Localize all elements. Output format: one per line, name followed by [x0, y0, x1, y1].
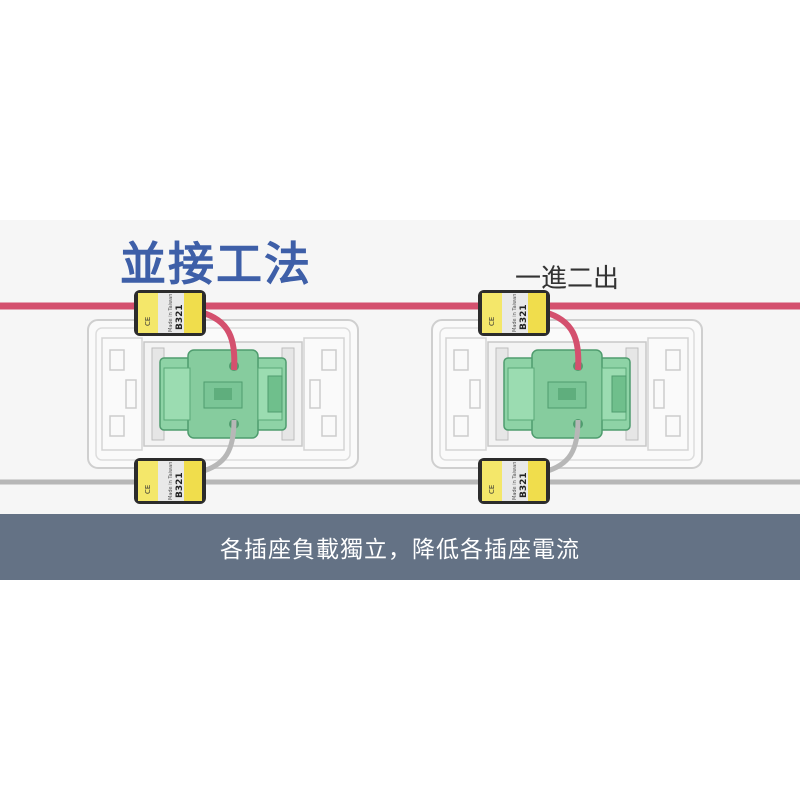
branch-live-left — [199, 309, 238, 371]
branch-neutral-left — [199, 419, 237, 475]
svg-text:CE: CE — [144, 485, 152, 494]
outlet-right — [431, 319, 703, 469]
wiring-diagram: B321 Made in Taiwan CE B321 Made in Taiw… — [0, 290, 800, 504]
connector-top-left: B321 Made in Taiwan CE — [134, 290, 206, 336]
svg-text:B321: B321 — [519, 472, 529, 498]
outlet-left — [87, 319, 359, 469]
caption-text: 各插座負載獨立，降低各插座電流 — [220, 537, 580, 563]
page-title: 並接工法 — [120, 237, 312, 291]
svg-text:Made in Taiwan: Made in Taiwan — [512, 294, 518, 332]
caption-banner: 各插座負載獨立，降低各插座電流 — [0, 514, 800, 580]
svg-text:CE: CE — [488, 485, 496, 494]
subtitle: 一進二出 — [515, 264, 620, 294]
branch-neutral-right — [543, 419, 581, 475]
connector-bottom-right: B321 Made in Taiwan CE — [478, 458, 550, 504]
svg-text:B321: B321 — [175, 304, 185, 330]
svg-text:Made in Taiwan: Made in Taiwan — [168, 294, 174, 332]
connector-top-right: B321 Made in Taiwan CE — [478, 290, 550, 336]
svg-text:CE: CE — [144, 317, 152, 326]
svg-text:Made in Taiwan: Made in Taiwan — [168, 462, 174, 500]
branch-live-right — [543, 309, 582, 371]
svg-text:Made in Taiwan: Made in Taiwan — [512, 462, 518, 500]
svg-text:B321: B321 — [519, 304, 529, 330]
svg-text:B321: B321 — [175, 472, 185, 498]
svg-text:CE: CE — [488, 317, 496, 326]
connector-bottom-left: B321 Made in Taiwan CE — [134, 458, 206, 504]
